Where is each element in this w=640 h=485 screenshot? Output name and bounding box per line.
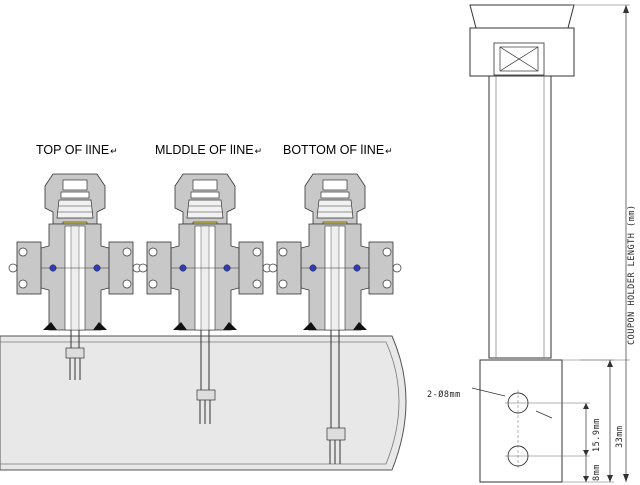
dimension-8mm-label: 8mm <box>592 464 602 481</box>
dimension-15-9mm-label: 15.9mm <box>592 418 602 452</box>
coupon-holder-detail <box>469 4 630 483</box>
label-bottom-of-line: BOTTOM OF lINE↵ <box>283 143 393 157</box>
label-top-of-line: TOP OF lINE↵ <box>36 143 118 157</box>
pipe-section <box>0 335 407 471</box>
coupon-holder-length-label: COUPON HOLDER LENGTH (mm) <box>627 205 637 345</box>
assembly-bottom-of-line <box>268 173 402 464</box>
dimension-33mm-label: 33mm <box>615 426 625 448</box>
label-middle-of-line: MLDDLE OF lINE↵ <box>155 143 262 157</box>
assembly-middle-of-line <box>138 173 272 424</box>
hole-size-label: 2-Ø8mm <box>427 389 461 400</box>
assembly-top-of-line <box>8 173 142 380</box>
